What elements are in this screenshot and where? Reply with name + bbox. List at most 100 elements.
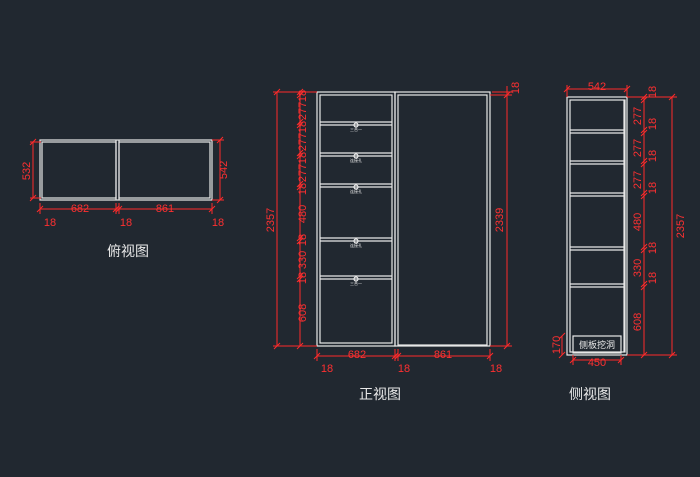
hole-icon xyxy=(353,276,359,282)
top-depth-left-label: 532 xyxy=(21,162,33,180)
seg-label: 18 xyxy=(647,242,659,254)
dim-tick xyxy=(640,243,648,251)
front-segment-labels: 18 277 18 277 18 277 18 480 18 330 18 60… xyxy=(297,90,309,322)
seg-label: 277 xyxy=(632,139,644,157)
dim-tick xyxy=(296,342,304,350)
side-segment-labels: 18 277 18 277 18 277 18 480 18 330 18 60… xyxy=(632,86,659,331)
side-cutout-box xyxy=(572,335,622,354)
front-bottom-thick-3: 18 xyxy=(490,363,502,375)
top-view-left-box xyxy=(41,141,117,199)
dim-tick xyxy=(486,352,494,360)
seg-label: 330 xyxy=(297,251,309,269)
front-left-cabinet-inner xyxy=(319,94,393,344)
hole-note: 三合一 xyxy=(350,280,362,286)
front-bottom-thick-2: 18 xyxy=(398,363,410,375)
dim-tick xyxy=(617,356,625,364)
dim-tick xyxy=(296,272,304,280)
top-view-outline xyxy=(39,139,213,201)
dim-tick xyxy=(313,352,321,360)
front-width-right-label: 861 xyxy=(434,349,452,361)
seg-label: 330 xyxy=(632,259,644,277)
dim-tick xyxy=(296,121,304,129)
seg-label: 18 xyxy=(647,118,659,130)
seg-label: 277 xyxy=(297,102,309,120)
hole-note: 连接孔 xyxy=(350,157,362,163)
hole-icon xyxy=(353,153,359,159)
dim-tick xyxy=(640,283,648,291)
dim-tick xyxy=(640,96,648,104)
top-view-title: 俯视图 xyxy=(107,244,149,260)
dim-tick xyxy=(640,246,648,254)
hole-icon xyxy=(353,122,359,128)
seg-label: 18 xyxy=(297,121,309,133)
dim-tick xyxy=(296,183,304,191)
dim-tick xyxy=(296,152,304,160)
seg-label: 480 xyxy=(632,213,644,231)
seg-label: 18 xyxy=(297,183,309,195)
seg-label: 277 xyxy=(632,171,644,189)
seg-label: 18 xyxy=(297,90,309,102)
seg-label: 18 xyxy=(647,150,659,162)
dim-tick xyxy=(640,126,648,134)
front-right-height-label: 2339 xyxy=(494,208,506,232)
seg-label: 277 xyxy=(297,164,309,182)
dim-tick xyxy=(296,91,304,99)
side-segment-ticks xyxy=(640,93,648,359)
hole-icon xyxy=(353,184,359,190)
seg-label: 18 xyxy=(647,272,659,284)
dim-tick xyxy=(36,205,44,213)
dim-tick xyxy=(640,192,648,200)
dim-tick xyxy=(558,332,566,340)
dim-tick xyxy=(394,352,402,360)
seg-label: 18 xyxy=(297,272,309,284)
dim-tick xyxy=(569,356,577,364)
dim-tick xyxy=(296,180,304,188)
seg-label: 18 xyxy=(297,152,309,164)
dim-tick xyxy=(296,118,304,126)
front-right-cabinet-inner xyxy=(397,94,488,346)
top-depth-right-label: 542 xyxy=(218,161,230,179)
dim-tick xyxy=(115,205,123,213)
dim-tick xyxy=(640,129,648,137)
top-thick-label-2: 18 xyxy=(120,217,132,229)
dim-tick xyxy=(296,275,304,283)
side-bottom-width-label: 450 xyxy=(588,357,606,369)
side-outline xyxy=(566,96,628,356)
seg-label: 18 xyxy=(647,182,659,194)
front-width-left-label: 682 xyxy=(348,349,366,361)
side-view: 侧板挖洞 542 450 170 xyxy=(551,81,687,403)
hole-note: 连接孔 xyxy=(350,188,362,194)
front-view: 三合一 连接孔 连接孔 连接孔 三合一 2357 xyxy=(265,82,522,403)
dim-tick xyxy=(563,85,571,93)
seg-label: 608 xyxy=(297,304,309,322)
dim-tick xyxy=(296,237,304,245)
hole-icon xyxy=(353,238,359,244)
dim-tick xyxy=(640,160,648,168)
seg-label: 480 xyxy=(297,205,309,223)
front-shelves xyxy=(320,121,392,280)
hole-note: 连接孔 xyxy=(350,242,362,248)
top-view-right-box xyxy=(118,141,211,199)
top-thick-label-3: 18 xyxy=(212,217,224,229)
top-width-right-label: 861 xyxy=(156,203,174,215)
front-right-cabinet xyxy=(394,91,491,347)
hole-note: 三合一 xyxy=(350,126,362,132)
front-view-title: 正视图 xyxy=(359,387,401,403)
dim-tick xyxy=(112,205,120,213)
front-bottom-thick-1: 18 xyxy=(321,363,333,375)
side-base-height-label: 170 xyxy=(551,336,563,354)
dim-tick xyxy=(208,205,216,213)
side-cutout-note: 侧板挖洞 xyxy=(579,339,615,351)
top-thick-label-1: 18 xyxy=(44,217,56,229)
top-view: 682 861 18 18 18 532 542 俯视图 xyxy=(21,136,230,260)
dim-tick xyxy=(391,352,399,360)
seg-label: 18 xyxy=(647,86,659,98)
dim-tick xyxy=(296,234,304,242)
side-inner xyxy=(569,99,626,353)
side-top-width-label: 542 xyxy=(588,81,606,93)
seg-label: 18 xyxy=(297,234,309,246)
side-shelves xyxy=(570,129,624,288)
front-holes: 三合一 连接孔 连接孔 连接孔 三合一 xyxy=(350,122,362,286)
side-view-title: 侧视图 xyxy=(569,387,611,403)
